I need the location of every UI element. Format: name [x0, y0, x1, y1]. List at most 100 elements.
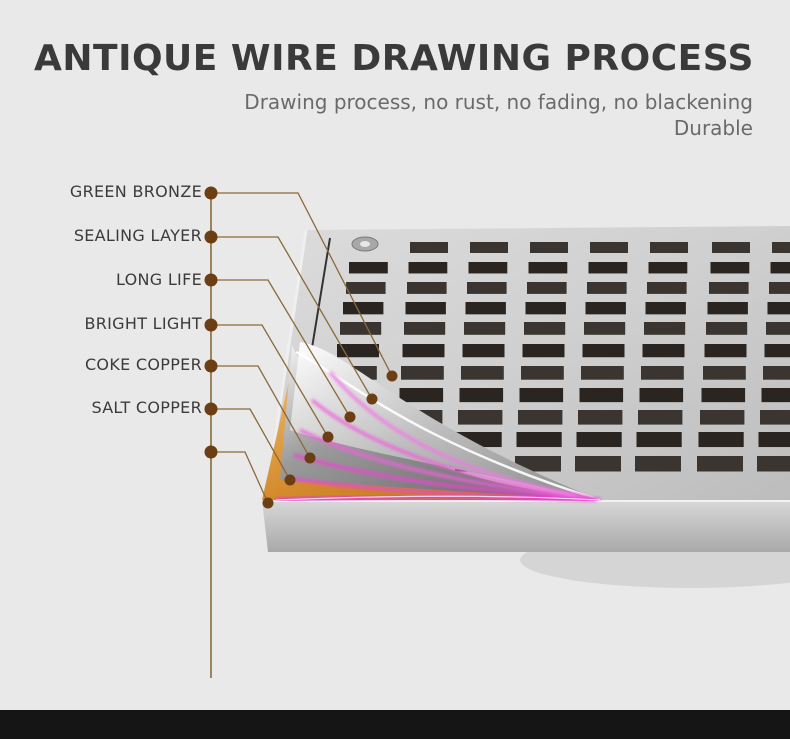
drain-slot: [700, 410, 745, 425]
drain-slot: [712, 242, 750, 253]
drain-slot: [758, 432, 790, 448]
drain-slot: [704, 344, 747, 358]
drain-slot: [698, 432, 744, 448]
drain-slot: [465, 302, 506, 315]
footer-bar: [0, 710, 790, 739]
drain-slot: [528, 262, 568, 274]
drain-slot: [584, 322, 626, 335]
drain-slot: [408, 262, 448, 274]
drain-slot: [518, 410, 563, 425]
leader-line: [211, 236, 373, 400]
leader-end-dot: [366, 393, 378, 405]
drain-slot: [516, 432, 562, 448]
drain-slot: [582, 344, 625, 358]
drain-slot: [639, 388, 684, 403]
drain-slot: [467, 282, 507, 294]
peeled-layers: [262, 342, 601, 502]
leader-lines: [204, 186, 398, 509]
drain-slot: [763, 366, 790, 380]
leader-line: [211, 192, 393, 377]
drain-slot: [515, 456, 561, 472]
drain-slot: [767, 302, 790, 315]
drain-slot: [644, 322, 686, 335]
layer-label-sealing-layer: SEALING LAYER: [73, 226, 202, 245]
drain-slot: [575, 456, 621, 472]
leader-end-dot: [284, 474, 296, 486]
drain-slot: [636, 432, 682, 448]
drain-slot: [461, 366, 504, 380]
drain-slot: [579, 388, 624, 403]
drain-slot: [645, 302, 686, 315]
drain-slot: [404, 322, 446, 335]
drain-slot: [459, 388, 504, 403]
drain-slot: [402, 344, 445, 358]
drain-slot: [770, 262, 790, 274]
leader-dot: [204, 230, 218, 244]
drain-slot: [519, 388, 564, 403]
subtitle-line-1: Drawing process, no rust, no fading, no …: [244, 90, 753, 114]
leader-end-dot: [344, 411, 356, 423]
drain-slot: [524, 322, 566, 335]
plate-edge: [262, 500, 790, 552]
drain-slot: [709, 282, 749, 294]
leader-dot: [204, 318, 218, 332]
drain-slot: [648, 262, 688, 274]
drain-slot: [761, 388, 790, 403]
drain-slot: [410, 242, 448, 253]
drain-slot: [337, 344, 379, 358]
drain-slot: [706, 322, 748, 335]
drain-slot: [525, 302, 566, 315]
subtitle-line-2: Durable: [673, 116, 753, 140]
drain-slot: [464, 322, 506, 335]
drain-slot: [647, 282, 687, 294]
leader-end-dot: [262, 497, 274, 509]
drain-slot: [522, 344, 565, 358]
leader-end-dot: [386, 370, 398, 382]
leader-dot: [204, 186, 218, 200]
drain-slot: [458, 410, 503, 425]
drain-slot: [772, 242, 790, 253]
drain-slot: [707, 302, 748, 315]
leader-end-dot: [322, 431, 334, 443]
layer-label-long-life: LONG LIFE: [115, 270, 202, 289]
drain-slot: [576, 432, 622, 448]
drain-slot: [641, 366, 684, 380]
drain-slot: [697, 456, 743, 472]
leader-dot: [204, 359, 218, 373]
layer-label-salt-copper: SALT COPPER: [91, 398, 202, 417]
drain-slot: [401, 366, 444, 380]
drain-slot: [766, 322, 790, 335]
leader-line: [211, 279, 351, 418]
drain-slot: [635, 456, 681, 472]
layer-label-green-bronze: GREEN BRONZE: [69, 182, 202, 201]
drain-slot: [578, 410, 623, 425]
drain-slot: [760, 410, 790, 425]
drain-slot: [703, 366, 746, 380]
drain-slot: [588, 262, 628, 274]
drain-slot: [343, 302, 384, 315]
drain-slot: [530, 242, 568, 253]
drain-slot: [650, 242, 688, 253]
drain-slot: [701, 388, 746, 403]
drain-slot: [638, 410, 683, 425]
drain-slot: [462, 344, 505, 358]
layer-label-bright-light: BRIGHT LIGHT: [84, 314, 202, 333]
drain-slot: [585, 302, 626, 315]
drain-slot: [757, 456, 790, 472]
leader-dot: [204, 445, 218, 459]
drain-slot: [642, 344, 685, 358]
leader-end-dot: [304, 452, 316, 464]
leader-line: [211, 324, 329, 438]
drain-slot: [470, 242, 508, 253]
page-title: ANTIQUE WIRE DRAWING PROCESS: [34, 38, 754, 79]
leader-line: [211, 365, 311, 459]
drain-slot: [527, 282, 567, 294]
drain-slot: [340, 322, 382, 335]
drain-slot: [581, 366, 624, 380]
page-subtitle: Drawing process, no rust, no fading, no …: [244, 89, 753, 141]
leader-dot: [204, 273, 218, 287]
drain-slot: [521, 366, 564, 380]
drain-slot: [405, 302, 446, 315]
